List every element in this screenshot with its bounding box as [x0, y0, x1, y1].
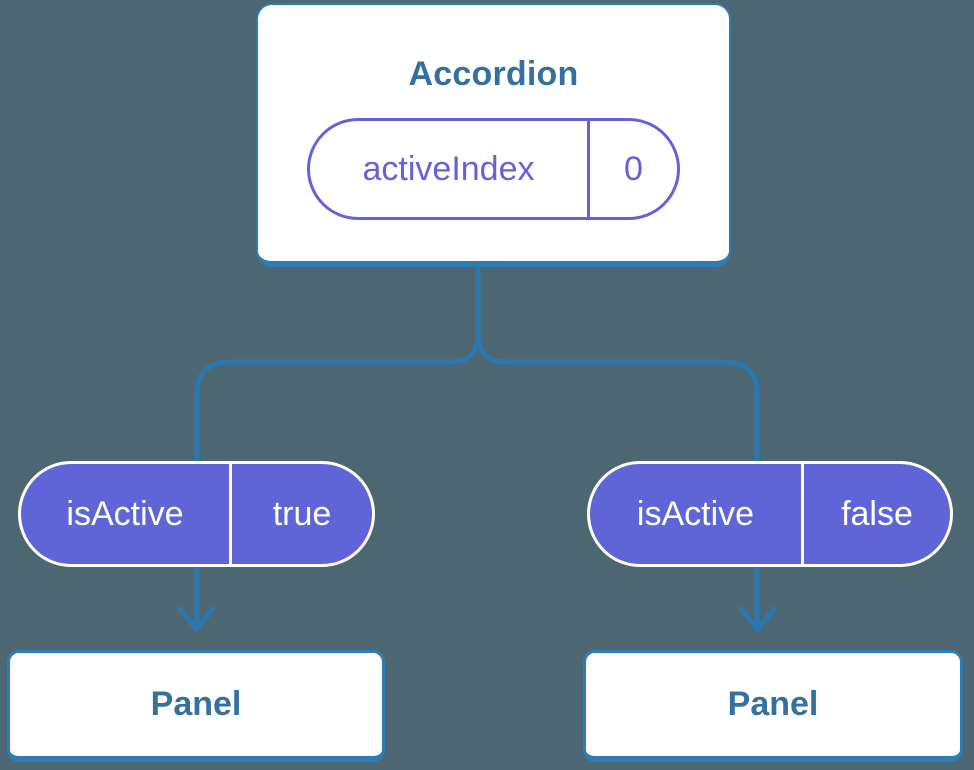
left-arrowhead-icon	[177, 606, 216, 632]
right-arrowhead-icon	[738, 606, 777, 632]
component-title: Accordion	[408, 55, 579, 93]
accordion-component-box: Accordion activeIndex 0	[256, 3, 731, 267]
pill-divider	[801, 464, 804, 564]
prop-value-label: true	[272, 494, 332, 533]
panel-label: Panel	[727, 685, 819, 723]
prop-pill-right: isActive false	[587, 461, 953, 567]
state-value-label: 0	[624, 149, 643, 188]
panel-component-box-right: Panel	[583, 650, 963, 762]
prop-value-label: false	[841, 494, 913, 533]
left-connector-line	[194, 264, 481, 630]
pill-divider	[587, 121, 590, 217]
pill-divider	[229, 464, 232, 564]
panel-label: Panel	[150, 685, 242, 723]
right-connector-line	[475, 264, 760, 630]
prop-name-label: isActive	[66, 494, 184, 533]
panel-component-box-left: Panel	[7, 650, 385, 762]
prop-name-label: isActive	[636, 494, 755, 533]
state-pill: activeIndex 0	[307, 118, 680, 220]
state-name-label: activeIndex	[362, 149, 535, 188]
prop-pill-left: isActive true	[18, 461, 375, 567]
